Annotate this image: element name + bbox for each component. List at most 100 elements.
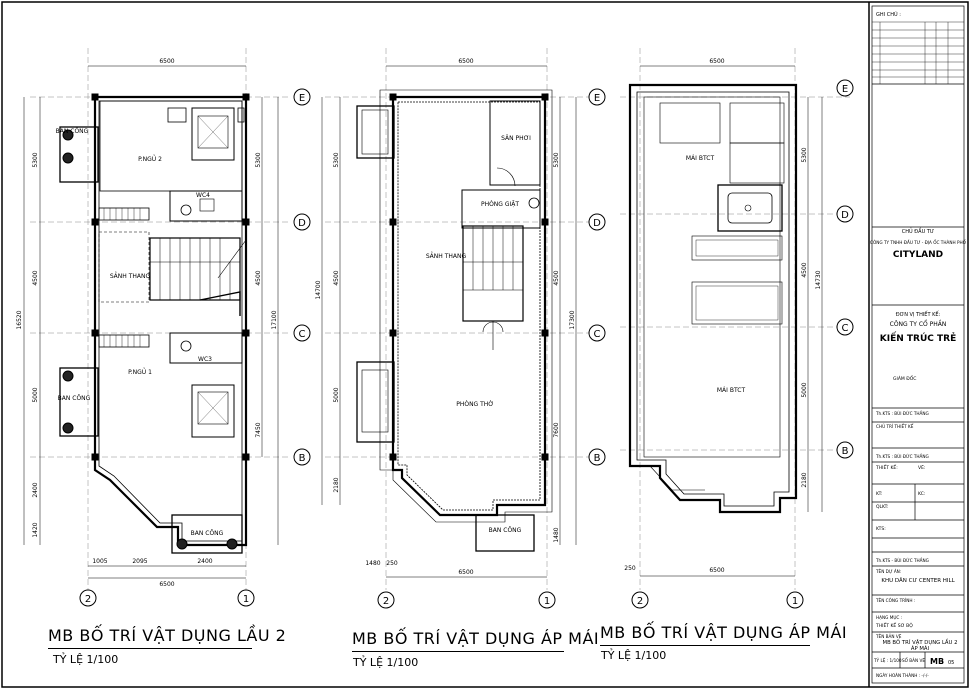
- title-block: [871, 5, 965, 684]
- tb-director: GIÁM ĐỐC: [893, 374, 916, 382]
- tb-sheet-code: MB: [930, 657, 944, 666]
- plan-lau-2: [23, 48, 290, 590]
- dim-right-3e: 2180: [801, 472, 808, 487]
- dim-left-1c: 5000: [32, 387, 39, 402]
- tb-designer-brand: KIẾN TRÚC TRẺ: [880, 331, 956, 344]
- tb-project-name: KHU DÂN CƯ CENTER HILL: [881, 577, 955, 584]
- room-ban-cong-3: BAN CÔNG: [191, 530, 224, 537]
- title-underline-2: [352, 651, 564, 652]
- dim-top-3: 6500: [709, 58, 724, 65]
- dim-top-2: 6500: [458, 58, 473, 65]
- grid-B-2: B: [594, 453, 601, 464]
- grid-1-1: 1: [243, 594, 249, 605]
- tb-drawing-name-2: ÁP MÁI: [911, 645, 930, 652]
- dim-left-2d: 5000: [333, 387, 340, 402]
- tb-item-label: HẠNG MỤC :: [876, 615, 902, 620]
- dim-left-2e: 2180: [333, 477, 340, 492]
- tb-kts: KTS:: [876, 526, 886, 532]
- dim-right-3a: 5300: [801, 147, 808, 162]
- dim-right-2d: 17300: [569, 310, 576, 329]
- tb-item-value: THIẾT KẾ SƠ BỘ: [875, 621, 913, 629]
- plan-title-lau-2: MB BỐ TRÍ VẬT DỤNG LẦU 2: [48, 626, 287, 645]
- plan-mai: [620, 48, 850, 590]
- room-labels: BAN CÔNG P.NGỦ 2 WC4 SẢNH THANG WC3 P.NG…: [56, 128, 746, 537]
- tb-work-label: TÊN CÔNG TRÌNH :: [875, 598, 915, 603]
- dim-right-2c: 7600: [553, 422, 560, 437]
- grid-C-2: C: [594, 329, 601, 340]
- room-mai-btct-2: MÁI BTCT: [717, 387, 746, 394]
- grid-bubbles: [79, 79, 854, 609]
- tb-designer-company: CÔNG TY CỔ PHẦN: [890, 320, 947, 328]
- grid-labels: E D C B E D C B E D C B 2 1 2 1 2 1: [85, 84, 849, 607]
- grid-2-1: 2: [85, 594, 91, 605]
- dim-top-1: 6500: [159, 58, 174, 65]
- tb-notes-header: GHI CHÚ :: [876, 11, 901, 18]
- dim-right-1b: 4500: [255, 270, 262, 285]
- tb-date: NGÀY HOÀN THÀNH : -/-/-: [876, 673, 929, 678]
- tb-qlkt: QLKT:: [876, 504, 888, 510]
- grid-B-3: B: [842, 446, 849, 457]
- dim-left-2c: 14700: [315, 280, 322, 299]
- grid-E-2: E: [594, 93, 600, 104]
- dim-bottom-3b: 6500: [709, 567, 724, 574]
- grid-C-1: C: [299, 329, 306, 340]
- dim-bottom-1d: 6500: [159, 581, 174, 588]
- dim-right-2a: 5300: [553, 152, 560, 167]
- grid-E-3: E: [842, 84, 848, 95]
- dimension-texts: 6500 1005 2095 2400 6500 6500 1480 250 6…: [92, 58, 724, 588]
- dim-bottom-1b: 2095: [132, 558, 147, 565]
- tb-investor-company: CÔNG TY TNHH ĐẦU TƯ - ĐỊA ỐC THÀNH PHỐ: [870, 240, 967, 245]
- tb-sheet-label: SỐ BẢN VẼ: [902, 658, 925, 663]
- grid-1-2: 1: [544, 596, 550, 607]
- room-p-ngu-1: P.NGỦ 1: [128, 368, 152, 376]
- tb-scale: TỶ LỆ : 1/100: [873, 658, 902, 663]
- room-sanh-thang-2: SẢNH THANG: [426, 252, 467, 260]
- room-ban-cong-2: BAN CÔNG: [58, 395, 91, 402]
- grid-B-1: B: [299, 453, 306, 464]
- dim-right-3b: 4500: [801, 262, 808, 277]
- tb-signer: Th.KTS - BÙI ĐỨC THẮNG: [875, 558, 929, 563]
- dim-bottom-2a: 1480: [365, 560, 380, 567]
- dim-bottom-1a: 1005: [92, 558, 107, 565]
- tb-designer-name: Th.KTS : BÙI ĐỨC THẮNG: [875, 454, 929, 459]
- tb-kt: KT:: [876, 491, 882, 497]
- dim-right-3c: 5000: [801, 382, 808, 397]
- grid-2-3: 2: [637, 596, 643, 607]
- grid-D-2: D: [593, 218, 601, 229]
- dim-left-1d: 2400: [32, 482, 39, 497]
- dim-right-2e: 1480: [553, 527, 560, 542]
- dim-bottom-2b: 250: [386, 560, 398, 567]
- dim-left-2a: 5300: [333, 152, 340, 167]
- dim-right-2b: 4500: [553, 270, 560, 285]
- room-san-phoi: SÂN PHƠI: [501, 135, 531, 142]
- dim-bottom-2c: 6500: [458, 569, 473, 576]
- tb-drawing-label: TÊN BẢN VẼ: [875, 634, 902, 639]
- tb-investor-brand: CITYLAND: [893, 250, 943, 260]
- tb-chief-architect: Th.KTS : BÙI ĐỨC THẮNG: [875, 411, 929, 416]
- title-underline-3: [600, 645, 810, 646]
- tb-project-label: TÊN DỰ ÁN:: [875, 569, 901, 574]
- title-underline-1: [48, 648, 252, 649]
- dim-left-1a: 5300: [32, 152, 39, 167]
- tb-chief-role: CHỦ TRÌ THIẾT KẾ: [876, 423, 914, 429]
- tb-kc: KC:: [918, 491, 925, 497]
- dim-left-1f: 16520: [16, 310, 23, 329]
- room-mai-btct-1: MÁI BTCT: [686, 155, 715, 162]
- room-ban-cong-4: BAN CÔNG: [489, 527, 522, 534]
- tb-designer-header: ĐƠN VỊ THIẾT KẾ:: [896, 310, 941, 318]
- tb-design-value: VẼ:: [918, 464, 925, 471]
- dim-bottom-1c: 2400: [197, 558, 212, 565]
- dimension-texts-vertical: 5300 4500 5000 2400 1420 16520 5300 4500…: [16, 147, 822, 542]
- dim-right-1d: 17100: [271, 310, 278, 329]
- tb-investor-header: CHỦ ĐẦU TƯ: [902, 227, 934, 235]
- dim-left-2b: 4500: [333, 270, 340, 285]
- dim-bottom-3a: 250: [624, 565, 636, 572]
- grid-2-2: 2: [383, 596, 389, 607]
- grid-D-3: D: [841, 210, 849, 221]
- dim-right-3d: 14730: [815, 270, 822, 289]
- room-ban-cong-1: BAN CÔNG: [56, 128, 89, 135]
- plan-scale-ap-mai-2: TỶ LỆ 1/100: [601, 649, 667, 662]
- grid-D-1: D: [298, 218, 306, 229]
